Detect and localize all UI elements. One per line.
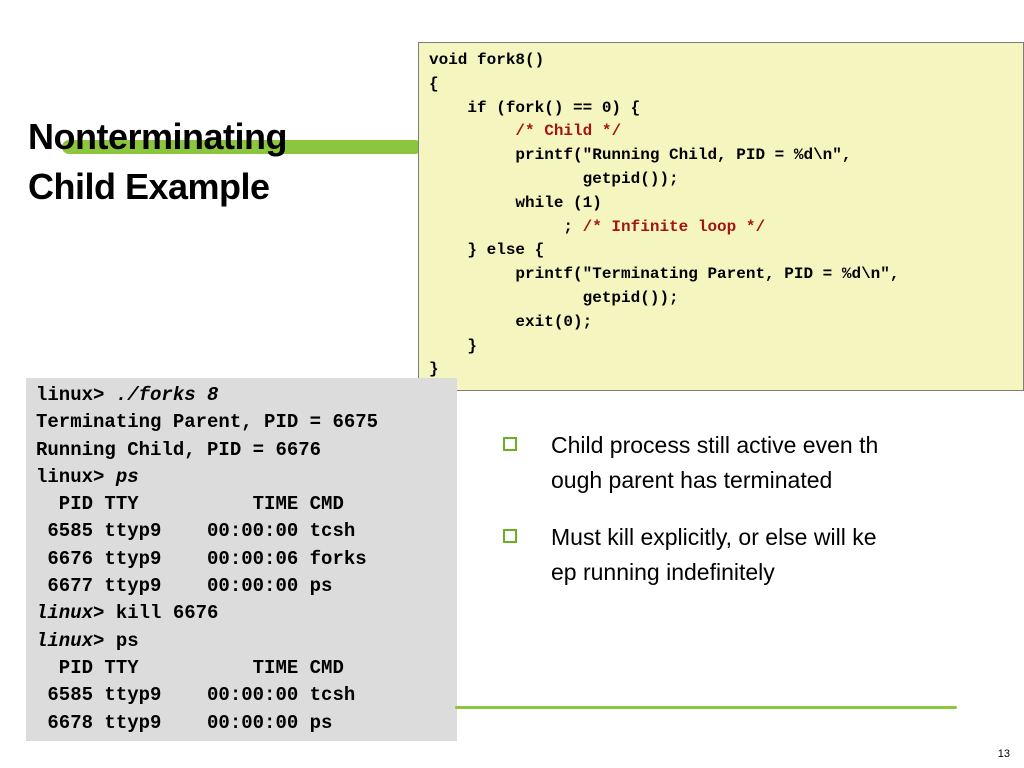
code-line: void fork8() — [429, 51, 545, 69]
bullet-item: Child process still active even th ough … — [500, 428, 970, 498]
code-line: exit(0); — [429, 312, 593, 331]
bottom-divider-bar — [455, 706, 957, 709]
terminal-line: Terminating Parent, PID = 6675 — [36, 411, 379, 434]
terminal-line: 6678 ttyp9 00:00:00 ps — [36, 711, 333, 734]
code-line: getpid()); — [429, 288, 679, 307]
title-underline-bar — [62, 140, 422, 154]
terminal-line: 6676 ttyp9 00:00:06 forks — [36, 547, 367, 570]
square-bullet-icon — [503, 437, 517, 451]
code-line: if (fork() == 0) { — [429, 98, 641, 117]
slide-title: Nonterminating Child Example — [28, 112, 288, 212]
code-line: printf("Terminating Parent, PID = %d\n", — [429, 265, 900, 284]
code-line: } — [429, 336, 478, 355]
code-line: } — [429, 360, 439, 379]
bullet-list: Child process still active even th ough … — [500, 428, 970, 612]
terminal-line: linux> ps — [36, 465, 139, 488]
terminal-line: PID TTY TIME CMD — [36, 493, 344, 516]
code-line: { — [429, 74, 439, 93]
terminal-line: 6677 ttyp9 00:00:00 ps — [36, 575, 333, 598]
code-comment: /* Child */ — [515, 122, 622, 141]
terminal-line: linux> ps — [36, 629, 139, 652]
code-line: printf("Running Child, PID = %d\n", — [429, 146, 852, 165]
code-line: } else { — [429, 241, 545, 260]
terminal-line: PID TTY TIME CMD — [36, 656, 344, 679]
slide-title-line-1: Nonterminating — [28, 116, 288, 157]
slide-title-line-2: Child Example — [28, 166, 270, 207]
terminal-line: linux> kill 6676 — [36, 602, 219, 625]
code-listing: void fork8() { if (fork() == 0) { /* Chi… — [418, 42, 1024, 391]
terminal-line: linux> ./forks 8 — [36, 384, 219, 406]
code-line: getpid()); — [429, 169, 679, 188]
page-number: 13 — [997, 748, 1010, 760]
code-line: ; /* Infinite loop */ — [429, 217, 766, 236]
square-bullet-icon — [503, 529, 517, 543]
terminal-line: Running Child, PID = 6676 — [36, 438, 322, 461]
code-comment: /* Infinite loop */ — [582, 217, 766, 236]
terminal-output: linux> ./forks 8 Terminating Parent, PID… — [26, 378, 457, 741]
terminal-line: 6585 ttyp9 00:00:00 tcsh — [36, 520, 356, 543]
bullet-item: Must kill explicitly, or else will ke ep… — [500, 520, 970, 590]
code-line: /* Child */ — [429, 120, 1013, 144]
terminal-line: 6585 ttyp9 00:00:00 tcsh — [36, 684, 356, 707]
code-line: while (1) — [429, 193, 602, 212]
